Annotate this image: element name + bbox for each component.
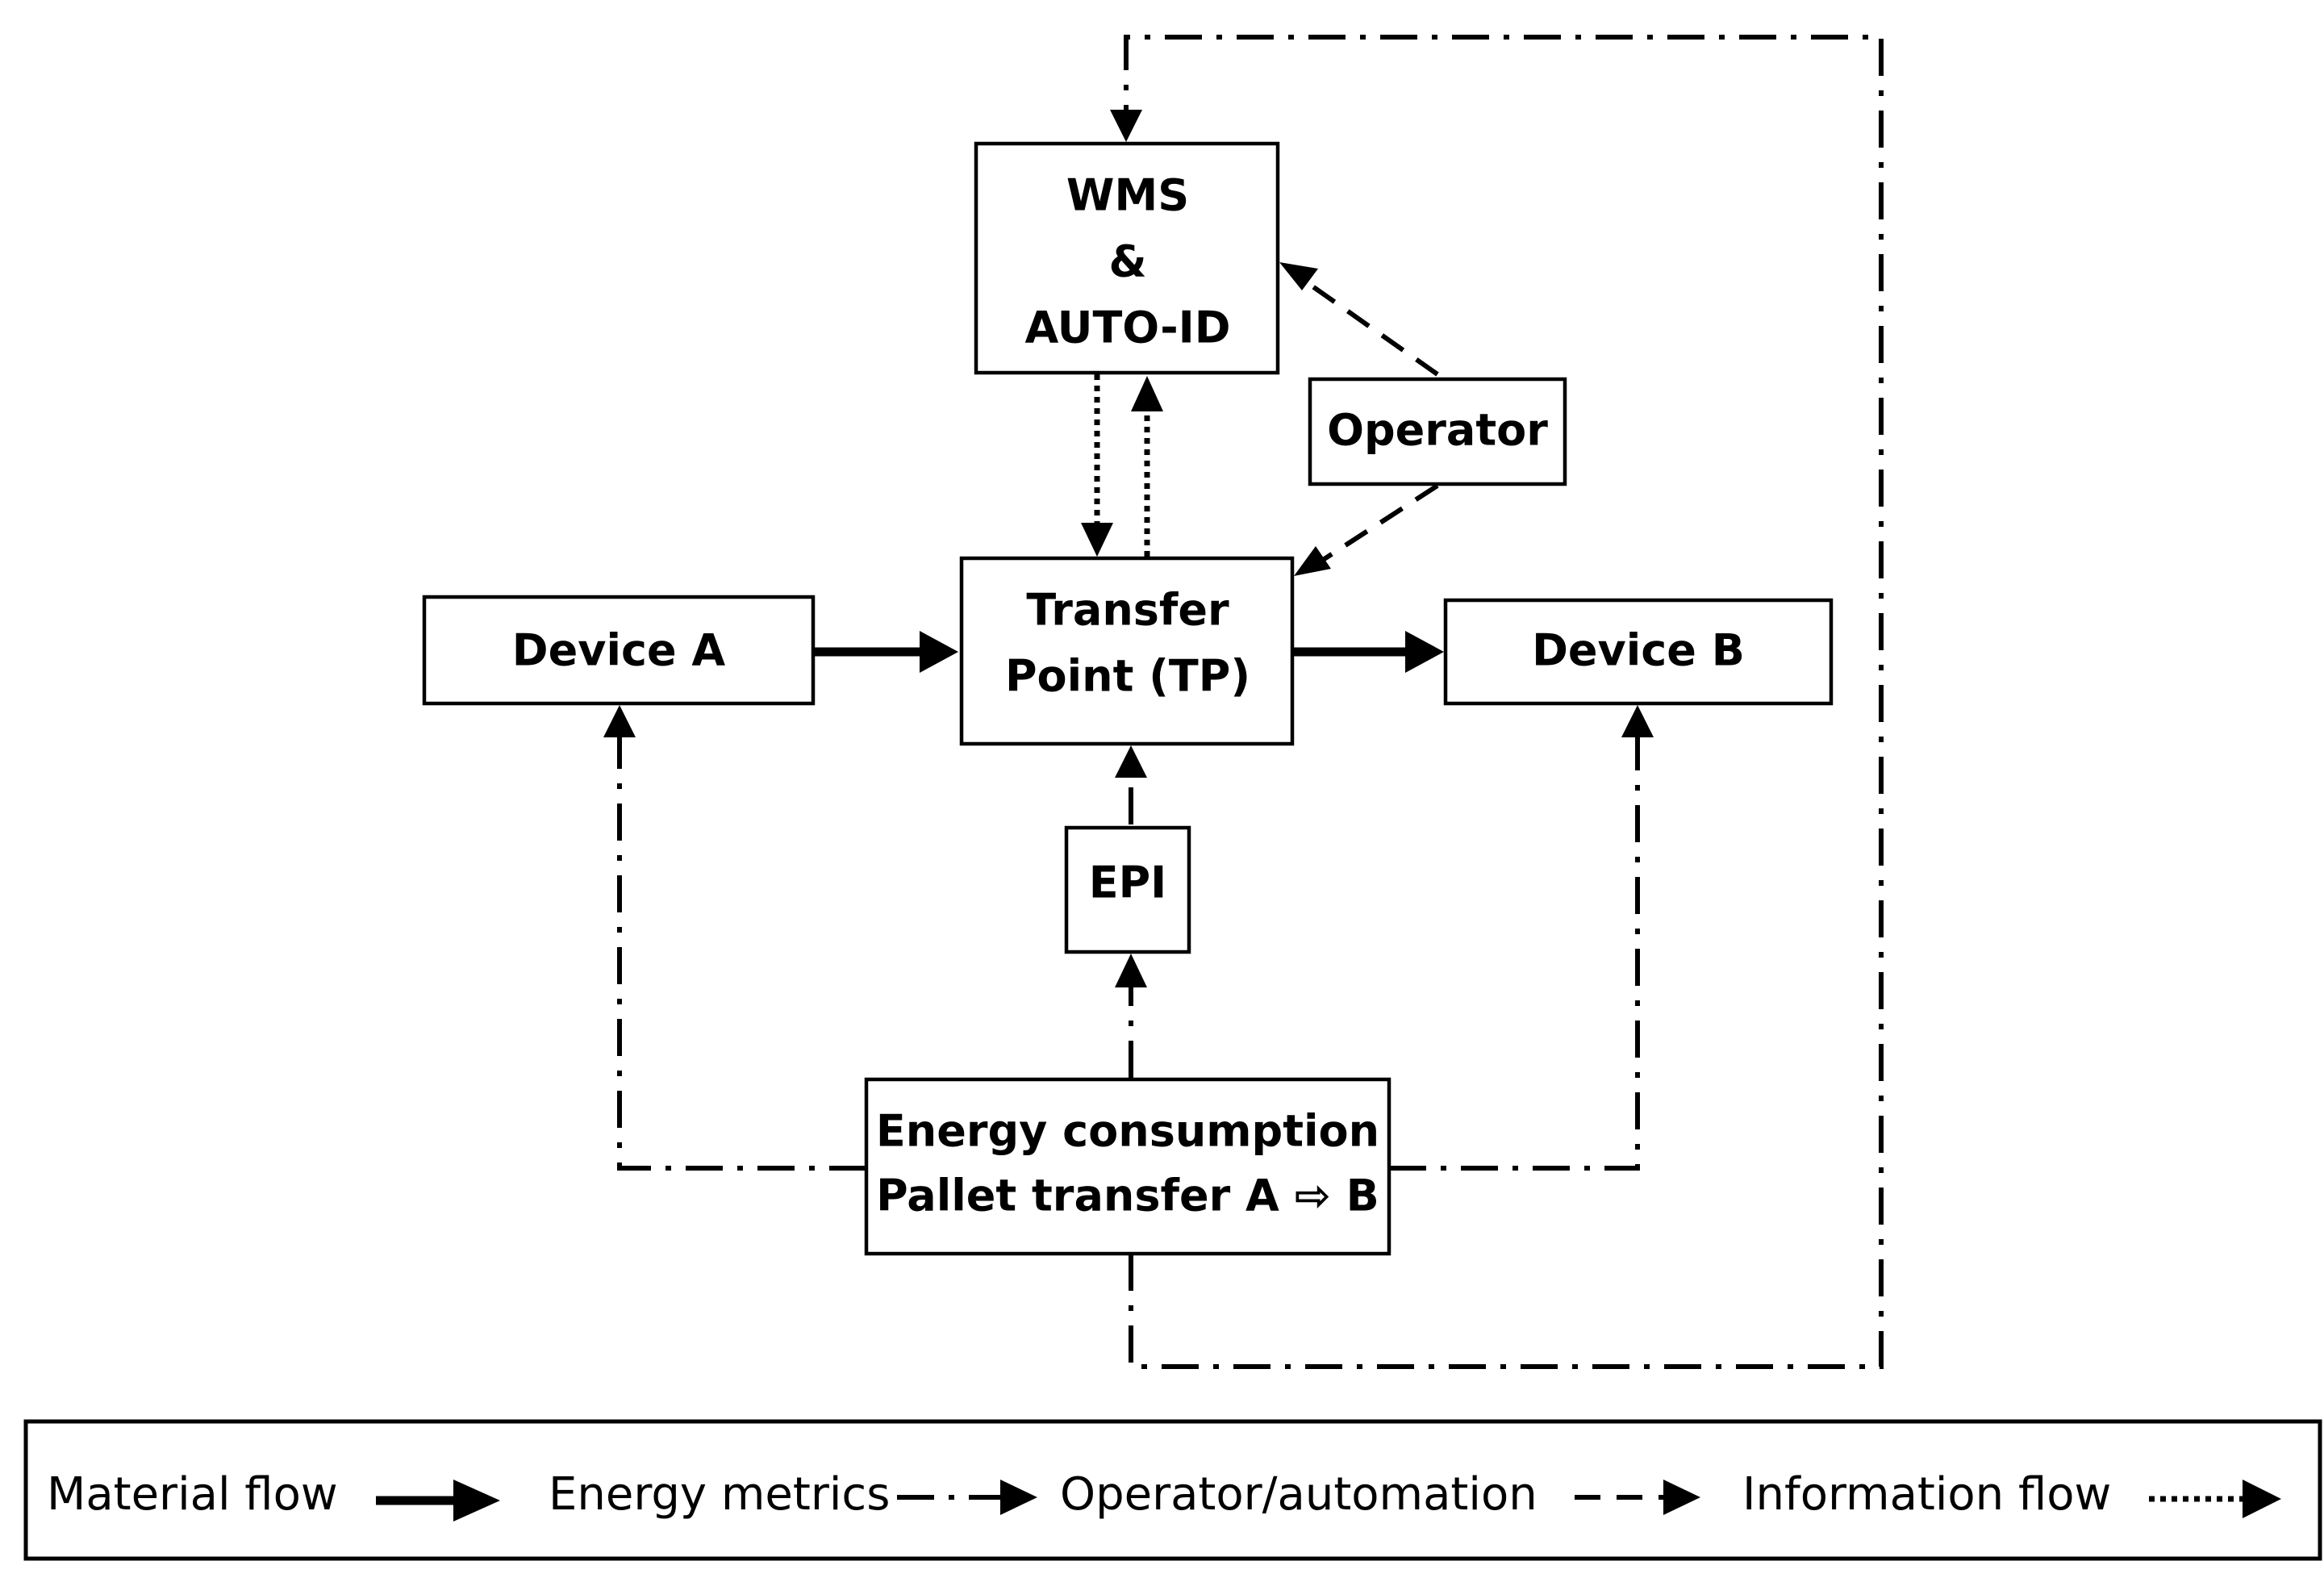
edge-operator-to-wms bbox=[1305, 280, 1439, 377]
edge-energy-to-device-a bbox=[617, 736, 866, 1171]
energy-box bbox=[864, 1077, 1391, 1256]
edge-operator-to-transfer-point bbox=[1321, 483, 1439, 562]
arrowhead-info-tp bbox=[1081, 523, 1113, 557]
legend-material-flow-arrowhead bbox=[453, 1480, 500, 1521]
device-b-label: Device B bbox=[1532, 625, 1745, 676]
legend: Material flow Energy metrics Operator/au… bbox=[23, 1419, 2322, 1561]
legend-information-flow-arrowhead bbox=[2243, 1480, 2281, 1518]
legend-information-flow-label: Information flow bbox=[1742, 1468, 2111, 1521]
arrowhead-energy-device-a bbox=[603, 705, 636, 737]
node-operator: Operator bbox=[1308, 377, 1567, 486]
node-device-b: Device B bbox=[1443, 598, 1834, 706]
edge-energy-to-device-b bbox=[1389, 736, 1640, 1171]
wms-box bbox=[974, 141, 1280, 375]
arrowhead-energy-epi bbox=[1115, 954, 1147, 987]
epi-box bbox=[1064, 825, 1191, 954]
node-energy-consumption: Energy consumption Pallet transfer A ⇨ B bbox=[864, 1077, 1391, 1256]
operator-label: Operator bbox=[1327, 405, 1548, 456]
operator-box bbox=[1308, 377, 1567, 486]
arrowhead-operator-wms bbox=[1279, 262, 1318, 290]
transfer-point-box bbox=[959, 556, 1295, 746]
node-device-a: Device A bbox=[422, 595, 816, 706]
arrowhead-energy-wms bbox=[1110, 110, 1142, 142]
edge-energy-to-wms bbox=[1124, 35, 1884, 1369]
connectors bbox=[603, 35, 1884, 1369]
energy-label-line1: Energy consumption bbox=[876, 1106, 1379, 1157]
energy-label-line2: Pallet transfer A ⇨ B bbox=[876, 1171, 1379, 1221]
arrowhead-energy-device-b bbox=[1621, 705, 1654, 737]
transfer-point-label-line2: Point (TP) bbox=[1005, 651, 1250, 702]
arrowhead-energy-tp bbox=[1115, 745, 1147, 778]
wms-label-line2: & bbox=[1108, 236, 1146, 287]
device-b-box bbox=[1443, 598, 1834, 706]
legend-operator-automation-arrowhead bbox=[1663, 1480, 1700, 1515]
wms-label-line1: WMS bbox=[1066, 170, 1189, 221]
wms-label-line3: AUTO-ID bbox=[1024, 303, 1230, 353]
legend-box bbox=[23, 1419, 2322, 1561]
legend-operator-automation-label: Operator/automation bbox=[1060, 1468, 1538, 1521]
node-epi: EPI bbox=[1064, 825, 1191, 954]
arrowhead-operator-tp bbox=[1294, 546, 1331, 576]
device-a-box bbox=[422, 595, 816, 706]
legend-material-flow-label: Material flow bbox=[47, 1468, 338, 1521]
transfer-point-label-line1: Transfer bbox=[1026, 585, 1229, 636]
arrowhead-info-wms bbox=[1131, 376, 1163, 411]
arrowhead-material-tp bbox=[920, 631, 958, 673]
legend-energy-metrics-arrowhead bbox=[1000, 1480, 1037, 1515]
node-transfer-point: Transfer Point (TP) bbox=[959, 556, 1295, 746]
epi-label: EPI bbox=[1089, 858, 1167, 908]
arrowhead-material-device-b bbox=[1405, 631, 1444, 673]
legend-energy-metrics-label: Energy metrics bbox=[549, 1468, 890, 1521]
node-wms: WMS & AUTO-ID bbox=[974, 141, 1280, 375]
device-a-label: Device A bbox=[512, 625, 726, 676]
